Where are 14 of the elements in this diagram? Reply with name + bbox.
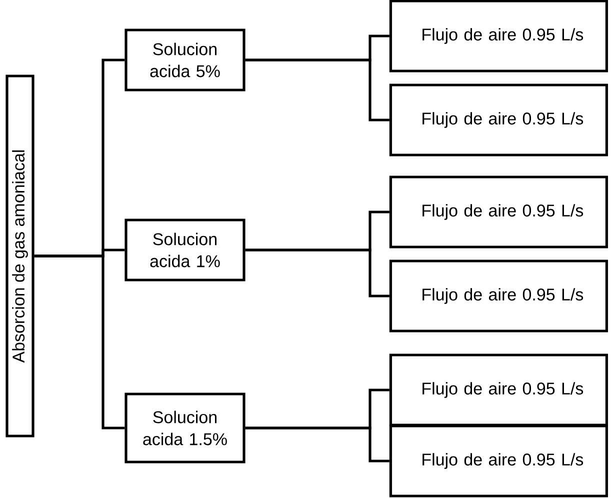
connector-line (245, 58, 390, 122)
connector-line (34, 254, 125, 430)
branch-box: Solucion acida 1% (124, 218, 246, 282)
connector-line (245, 426, 390, 462)
leaf-box: Flujo de aire 0.95 L/s (389, 354, 608, 426)
leaf-box: Flujo de aire 0.95 L/s (389, 424, 608, 498)
leaf-box: Flujo de aire 0.95 L/s (389, 0, 608, 72)
leaf-box: Flujo de aire 0.95 L/s (389, 84, 608, 156)
branch-box: Solucion acida 1.5% (124, 392, 246, 464)
root-box: Absorcion de gas amoniacal (6, 74, 34, 438)
leaf-box: Flujo de aire 0.95 L/s (389, 260, 608, 332)
connector-line (245, 248, 390, 298)
leaf-box: Flujo de aire 0.95 L/s (389, 176, 608, 248)
branch-box: Solucion acida 5% (124, 28, 246, 92)
